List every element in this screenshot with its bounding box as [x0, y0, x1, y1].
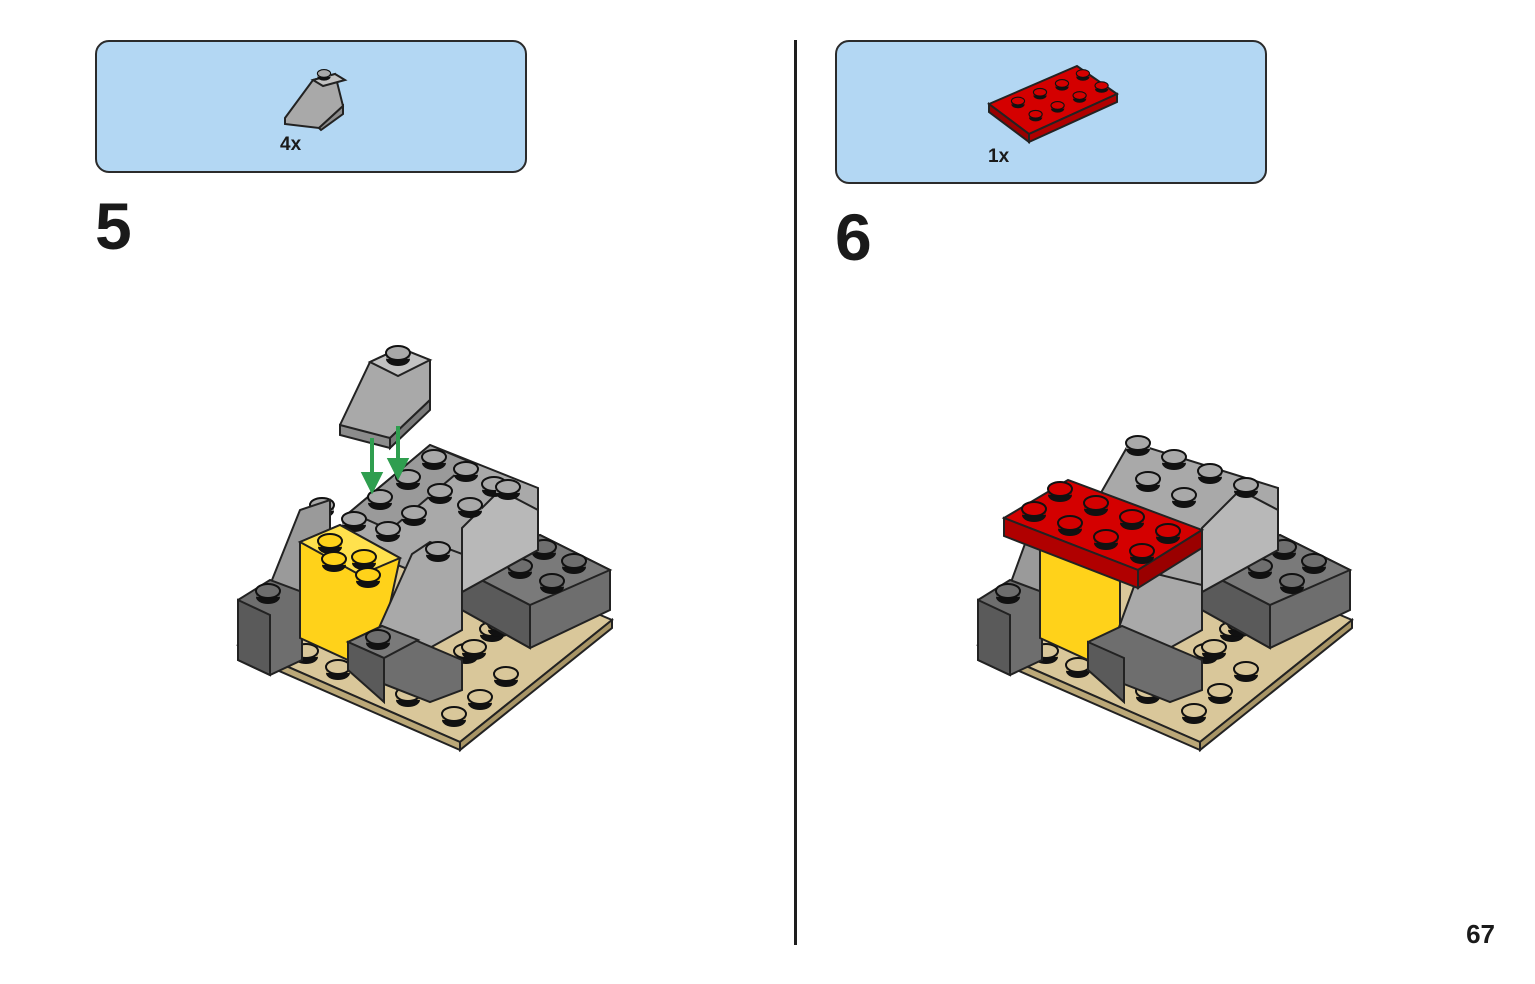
parts-callout-step-6: 1x	[835, 40, 1267, 184]
placement-arrow	[360, 426, 410, 495]
step-5-model-illustration	[236, 345, 614, 753]
gray-slope-brick-icon	[284, 69, 348, 132]
step-number: 5	[95, 189, 132, 263]
page-number: 67	[1466, 919, 1495, 949]
parts-callout-step-5: 4x	[95, 40, 527, 173]
step-6-model-illustration	[976, 435, 1354, 753]
page-divider	[794, 40, 797, 945]
part-quantity: 1x	[988, 146, 1010, 167]
step-number: 6	[835, 200, 872, 274]
part-quantity: 4x	[280, 134, 302, 155]
red-2x4-plate-icon	[987, 64, 1120, 144]
